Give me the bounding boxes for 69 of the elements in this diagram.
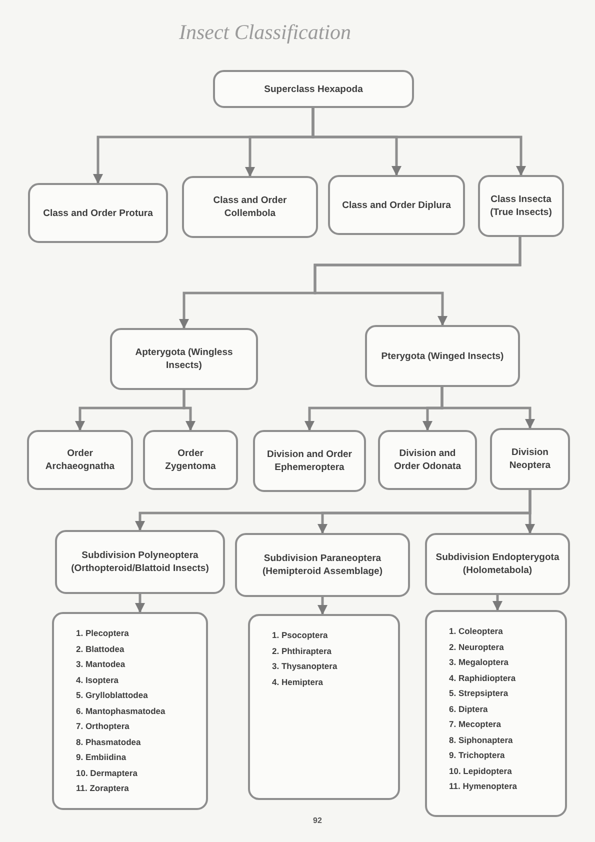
list-item: 5. Strepsiptera bbox=[449, 687, 508, 700]
list-item: 8. Phasmatodea bbox=[76, 736, 141, 748]
list-box bbox=[248, 614, 400, 800]
list-item: 3. Megaloptera bbox=[449, 656, 509, 669]
process-box bbox=[55, 530, 225, 594]
process-box bbox=[253, 430, 366, 492]
list-box bbox=[425, 610, 567, 817]
connector-arrow bbox=[525, 490, 535, 534]
list-item: 9. Trichoptera bbox=[449, 749, 505, 762]
process-box bbox=[213, 70, 414, 108]
process-box bbox=[143, 430, 238, 490]
connector-arrow bbox=[314, 237, 522, 326]
box-label: Order Zygentoma bbox=[164, 447, 217, 473]
list-item: 2. Blattodea bbox=[76, 642, 124, 656]
process-box bbox=[365, 325, 520, 387]
process-box bbox=[425, 533, 570, 595]
connector-arrow bbox=[182, 390, 196, 431]
list-item: 2. Neuroptera bbox=[449, 640, 504, 654]
process-box bbox=[378, 430, 477, 490]
list-item: 2. Phthiraptera bbox=[272, 644, 332, 658]
box-label: Subdivision Endopterygota (Holometabola) bbox=[434, 551, 560, 577]
process-box bbox=[235, 533, 410, 597]
list-item: 4. Raphidioptera bbox=[449, 672, 516, 685]
list-box bbox=[52, 612, 208, 810]
list-item: 1. Coleoptera bbox=[449, 625, 503, 638]
list-item: 9. Embiidina bbox=[76, 751, 126, 764]
list-item: 6. Diptera bbox=[449, 702, 488, 716]
box-label: Class and Order Collembola bbox=[212, 194, 288, 220]
box-label: Class and Order Diplura bbox=[342, 198, 451, 212]
process-box bbox=[27, 430, 133, 490]
box-label: Division and Order Odonata bbox=[392, 447, 462, 473]
box-label: Subdivision Paraneoptera (Hemipteroid Assemblage) bbox=[261, 552, 384, 578]
connector-arrow bbox=[312, 108, 526, 176]
list-item: 4. Isoptera bbox=[76, 674, 119, 687]
box-label: Superclass Hexapoda bbox=[264, 82, 363, 96]
process-box bbox=[328, 175, 465, 235]
list-item: 10. Dermaptera bbox=[76, 766, 138, 780]
connector-arrow bbox=[135, 594, 145, 613]
list-item: 3. Thysanoptera bbox=[272, 660, 338, 673]
list-item: 4. Hemiptera bbox=[272, 676, 324, 689]
box-label: Division and Order Ephemeroptera bbox=[266, 448, 353, 474]
process-box bbox=[110, 328, 258, 390]
list-item: 7. Orthoptera bbox=[76, 720, 130, 733]
process-box bbox=[478, 175, 564, 237]
list-item: 1. Psocoptera bbox=[272, 629, 328, 642]
list-item: 5. Grylloblattodea bbox=[76, 689, 148, 702]
box-label: Apterygota (Wingless Insects) bbox=[134, 346, 234, 372]
connector-arrow bbox=[492, 595, 502, 611]
process-box bbox=[28, 183, 168, 243]
list-item: 10. Lepidoptera bbox=[449, 764, 512, 778]
list-item: 6. Mantophasmatodea bbox=[76, 704, 166, 718]
list-item: 11. Zoraptera bbox=[76, 782, 129, 795]
process-box bbox=[182, 176, 318, 238]
list-item: 7. Mecoptera bbox=[449, 718, 501, 731]
title: Insect Classification bbox=[178, 20, 352, 45]
list-item: 8. Siphonaptera bbox=[449, 734, 513, 747]
connector-arrow bbox=[440, 387, 535, 429]
box-label: Subdivision Polyneoptera (Orthopteroid/Blattoid Insects) bbox=[70, 549, 210, 575]
box-label: Class and Order Protura bbox=[43, 206, 153, 220]
box-label: Class Insecta (True Insects) bbox=[489, 193, 553, 219]
list-item: 1. Plecoptera bbox=[76, 627, 129, 640]
list-item: 11. Hymenoptera bbox=[449, 780, 518, 793]
box-label: Division Neoptera bbox=[508, 446, 552, 472]
box-label: Order Archaeognatha bbox=[44, 447, 116, 473]
connector-arrow bbox=[318, 597, 328, 615]
box-label: Pterygota (Winged Insects) bbox=[381, 350, 504, 362]
page-number: 92 bbox=[313, 816, 322, 825]
process-box bbox=[490, 428, 570, 490]
list-item: 3. Mantodea bbox=[76, 658, 126, 671]
